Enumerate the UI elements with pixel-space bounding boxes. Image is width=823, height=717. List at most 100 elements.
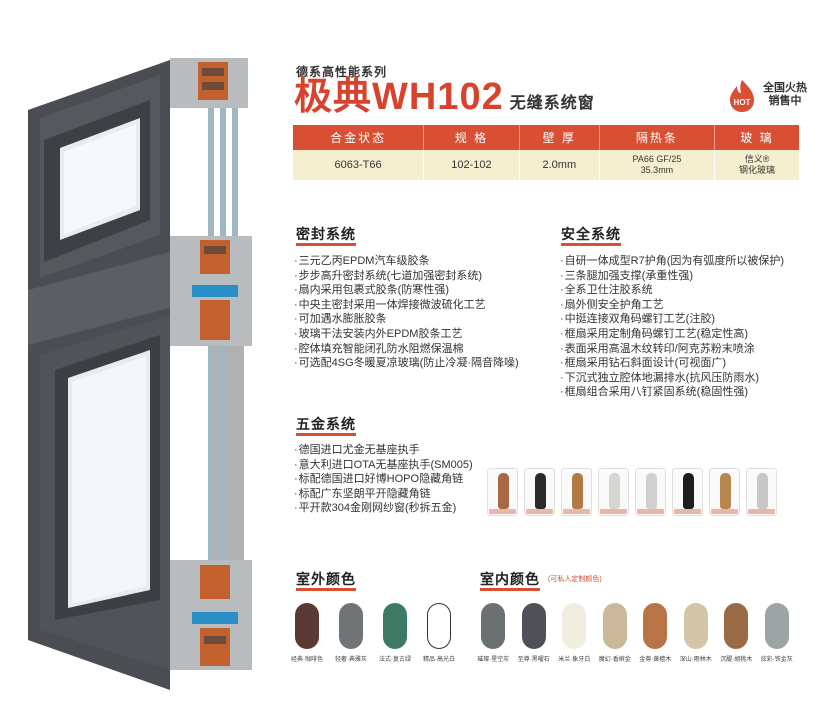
list-item: 三条腿加强支撑(承重性强) bbox=[560, 269, 784, 284]
spec-table: 合金状态 规 格 壁 厚 隔热条 玻 璃 6063-T66 102-102 2.… bbox=[293, 125, 799, 180]
color-swatch: 至尊·黑曜石 bbox=[514, 603, 555, 663]
color-label: 法式·复古绿 bbox=[379, 657, 411, 663]
product-title: 极典WH102 bbox=[294, 76, 504, 118]
hot-badge-text: HOT bbox=[734, 98, 751, 107]
list-item: 可加遇水膨胀胶条 bbox=[294, 312, 519, 327]
color-label: 炫彩·铁金灰 bbox=[760, 657, 793, 663]
handle-sample bbox=[746, 468, 777, 516]
list-item: 下沉式独立腔体地漏排水(抗风压防雨水) bbox=[560, 371, 784, 386]
handle-tag bbox=[711, 509, 738, 514]
list-item: 标配德国进口好博HOPO隐藏角链 bbox=[294, 472, 473, 487]
list-item: 中挺连接双角码螺钉工艺(注胶) bbox=[560, 312, 784, 327]
handle-sample bbox=[524, 468, 555, 516]
handle-icon bbox=[683, 473, 694, 509]
sealing-list: 三元乙丙EPDM汽车级胶条 步步高升密封系统(七道加强密封系统) 扇内采用包裹式… bbox=[294, 254, 519, 371]
handle-sample bbox=[487, 468, 518, 516]
color-pill bbox=[521, 603, 546, 649]
color-pill bbox=[643, 603, 668, 649]
color-pill bbox=[724, 603, 749, 649]
color-label: 金尊·黄檀木 bbox=[639, 657, 672, 663]
color-label: 魔幻·香槟金 bbox=[598, 657, 631, 663]
window-profile-illustration bbox=[28, 58, 252, 690]
custom-color-note: (可私人定制颜色) bbox=[548, 576, 602, 583]
list-item: 德国进口尤金无基座执手 bbox=[294, 443, 473, 458]
color-swatch: 深山·雨林木 bbox=[676, 603, 717, 663]
spec-header-thermal-strip: 隔热条 bbox=[599, 125, 716, 150]
spec-value-glass: 信义®钢化玻璃 bbox=[714, 150, 799, 180]
spec-header-row: 合金状态 规 格 壁 厚 隔热条 玻 璃 bbox=[293, 125, 799, 150]
color-pill bbox=[339, 603, 363, 649]
handle-icon bbox=[646, 473, 657, 509]
list-item: 表面采用高温木纹转印/阿克苏粉末喷涂 bbox=[560, 342, 784, 357]
handle-sample bbox=[561, 468, 592, 516]
list-item: 意大利进口OTA无基座执手(SM005) bbox=[294, 458, 473, 473]
handle-tag bbox=[563, 509, 590, 514]
color-swatch: 米兰·象牙白 bbox=[554, 603, 595, 663]
color-pill bbox=[602, 603, 627, 649]
hardware-title: 五金系统 bbox=[296, 416, 356, 436]
handle-sample bbox=[635, 468, 666, 516]
handle-icon bbox=[535, 473, 546, 509]
color-label: 璀璨·星空灰 bbox=[477, 657, 510, 663]
color-pill bbox=[481, 603, 506, 649]
product-subtitle: 无缝系统窗 bbox=[509, 95, 595, 112]
color-pill bbox=[562, 603, 587, 649]
color-swatch: 法式·复古绿 bbox=[373, 603, 417, 663]
list-item: 扇外侧安全护角工艺 bbox=[560, 298, 784, 313]
safety-list: 自研一体成型R7护角(因为有弧度所以被保护) 三条腿加强支撑(承重性强) 全系卫… bbox=[560, 254, 784, 400]
spec-header-thickness: 壁 厚 bbox=[519, 125, 600, 150]
hot-sale-line2: 销售中 bbox=[768, 95, 802, 107]
handle-tag bbox=[637, 509, 664, 514]
spec-value-alloy: 6063-T66 bbox=[293, 150, 425, 180]
handle-tag bbox=[489, 509, 516, 514]
list-item: 标配广东坚朗平开隐藏角链 bbox=[294, 487, 473, 502]
color-pill bbox=[683, 603, 708, 649]
interior-color-swatches: 璀璨·星空灰至尊·黑曜石米兰·象牙白 魔幻·香槟金 金尊·黄檀木深山·雨林木沉醍·胡… bbox=[473, 603, 797, 663]
spec-header-alloy: 合金状态 bbox=[293, 125, 425, 150]
list-item: 中央主密封采用一体焊接微波硫化工艺 bbox=[294, 298, 519, 313]
handle-icon bbox=[572, 473, 583, 509]
color-swatch: 魔幻·香槟金 bbox=[595, 603, 636, 663]
color-label: 经典·咖啡色 bbox=[291, 657, 323, 663]
handle-sample bbox=[672, 468, 703, 516]
safety-title: 安全系统 bbox=[561, 226, 621, 246]
color-label: 轻奢·典雅灰 bbox=[335, 657, 367, 663]
handle-icon bbox=[757, 473, 768, 509]
handle-icon bbox=[720, 473, 731, 509]
handle-samples bbox=[487, 468, 777, 516]
color-pill bbox=[383, 603, 407, 649]
spec-header-size: 规 格 bbox=[423, 125, 520, 150]
list-item: 步步高升密封系统(七道加强密封系统) bbox=[294, 269, 519, 284]
product-title-row: 极典WH102 无缝系统窗 bbox=[294, 76, 595, 118]
color-pill bbox=[295, 603, 319, 649]
list-item: 玻璃干法安装内外EPDM胶条工艺 bbox=[294, 327, 519, 342]
color-label: 精品·高光白 bbox=[423, 657, 455, 663]
exterior-colors-title: 室外颜色 bbox=[296, 571, 356, 591]
handle-icon bbox=[498, 473, 509, 509]
hardware-list: 德国进口尤金无基座执手 意大利进口OTA无基座执手(SM005) 标配德国进口好… bbox=[294, 443, 473, 516]
handle-tag bbox=[674, 509, 701, 514]
color-pill bbox=[427, 603, 451, 649]
list-item: 平开款304金刚网纱窗(秒拆五金) bbox=[294, 501, 473, 516]
color-label: 米兰·象牙白 bbox=[558, 657, 591, 663]
list-item: 腔体填充智能闭孔防水阻燃保温棉 bbox=[294, 342, 519, 357]
list-item: 三元乙丙EPDM汽车级胶条 bbox=[294, 254, 519, 269]
spec-header-glass: 玻 璃 bbox=[714, 125, 799, 150]
color-swatch: 沉醍·胡桃木 bbox=[716, 603, 757, 663]
color-swatch: 炫彩·铁金灰 bbox=[757, 603, 798, 663]
list-item: 扇内采用包裹式胶条(防寒性强) bbox=[294, 283, 519, 298]
color-swatch: 金尊·黄檀木 bbox=[635, 603, 676, 663]
hot-sale-line1: 全国火热 bbox=[763, 82, 807, 94]
color-swatch: 轻奢·典雅灰 bbox=[329, 603, 373, 663]
list-item: 自研一体成型R7护角(因为有弧度所以被保护) bbox=[560, 254, 784, 269]
sealing-title: 密封系统 bbox=[296, 226, 356, 246]
color-label: 沉醍·胡桃木 bbox=[720, 657, 753, 663]
color-swatch: 精品·高光白 bbox=[417, 603, 461, 663]
color-pill bbox=[764, 603, 789, 649]
list-item: 框扇采用钻石斜面设计(可视面广) bbox=[560, 356, 784, 371]
list-item: 全系卫仕注胶系统 bbox=[560, 283, 784, 298]
series-label: 德系高性能系列 bbox=[296, 65, 388, 79]
handle-tag bbox=[600, 509, 627, 514]
hot-sale-text: 全国火热 销售中 bbox=[763, 82, 807, 108]
